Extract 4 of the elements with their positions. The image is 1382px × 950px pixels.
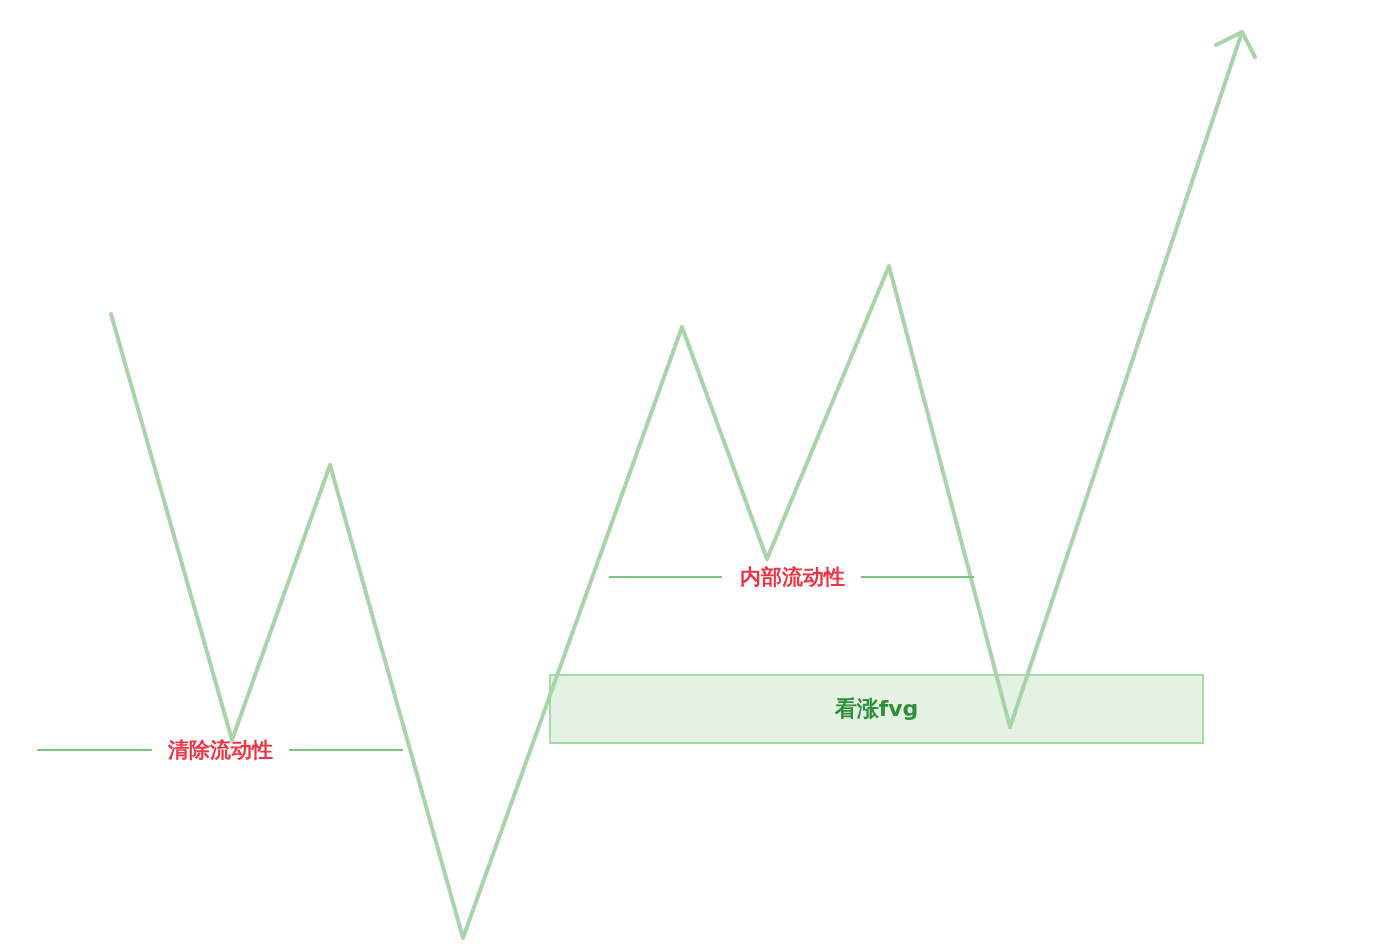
zone-label: 看涨fvg [834, 695, 919, 723]
liquidity-label: 清除流动性 [167, 737, 273, 764]
liquidity-label: 内部流动性 [739, 564, 845, 591]
fvg-zone [549, 674, 1204, 744]
